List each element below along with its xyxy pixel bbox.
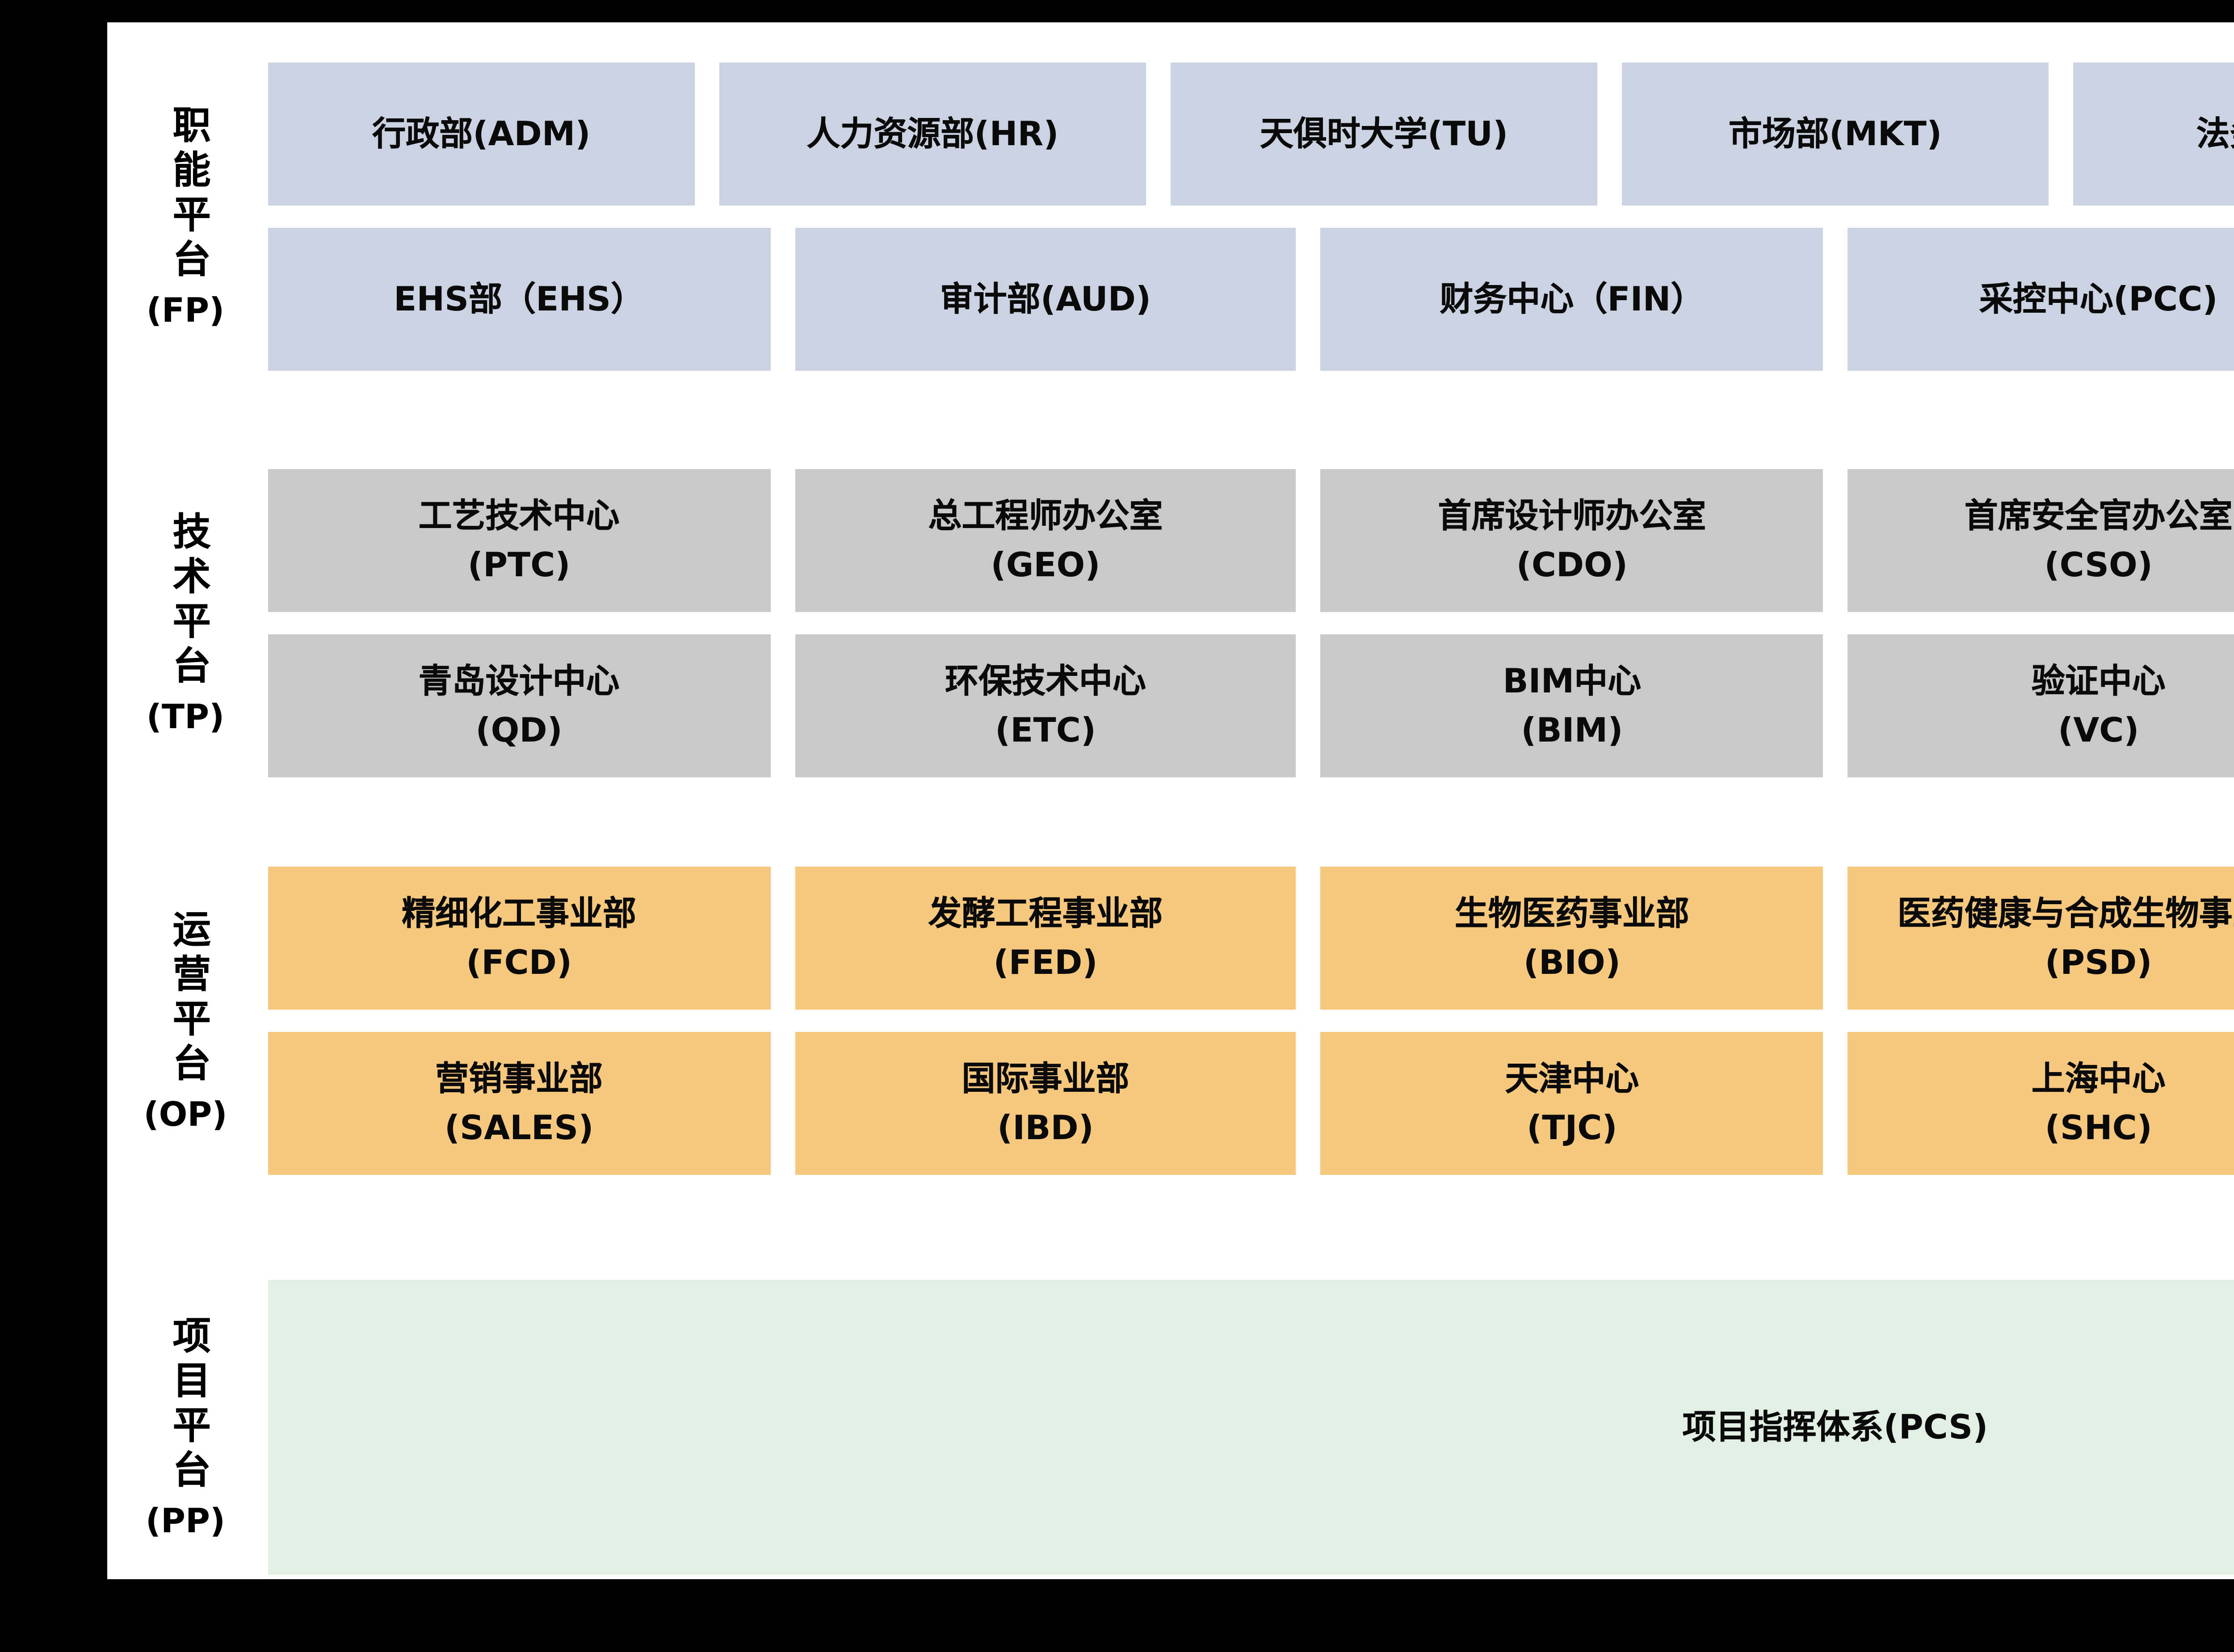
box-name: 总工程师办公室 <box>928 495 1163 535</box>
box-code: (PSD) <box>2045 943 2152 983</box>
fp-row-1: 行政部(ADM) 人力资源部(HR) 天俱时大学(TU) 市场部(MKT) 法务… <box>268 63 2234 205</box>
platform-project-label: 项目平台 (PP) <box>107 1280 264 1575</box>
box-name: 青岛设计中心 <box>418 660 620 700</box>
box-aud: 审计部(AUD) <box>794 228 1297 371</box>
box-tjc: 天津中心 (TJC) <box>1321 1032 1823 1175</box>
box-text: 法务部(LD) <box>2196 113 2234 154</box>
box-mkt: 市场部(MKT) <box>1622 63 2049 205</box>
box-ibd: 国际事业部 (IBD) <box>794 1032 1297 1175</box>
box-code: (FCD) <box>466 943 572 983</box>
box-name: 精细化工事业部 <box>402 892 637 933</box>
box-fin: 财务中心（FIN） <box>1321 228 1823 371</box>
box-psd: 医药健康与合成生物事业部 (PSD) <box>1848 867 2234 1010</box>
box-name: 营销事业部 <box>435 1057 603 1098</box>
box-code: (SALES) <box>444 1108 594 1148</box>
box-code: (VC) <box>2058 710 2139 751</box>
box-name: 生物医药事业部 <box>1454 892 1689 933</box>
box-code: (IBD) <box>997 1108 1094 1148</box>
box-fed: 发酵工程事业部 (FED) <box>794 867 1297 1010</box>
box-shc: 上海中心 (SHC) <box>1848 1032 2234 1175</box>
op-row-1: 精细化工事业部 (FCD) 发酵工程事业部 (FED) 生物医药事业部 (BIO) 医… <box>268 867 2234 1010</box>
platform-technical-rows: 工艺技术中心 (PTC) 总工程师办公室 (GEO) 首席设计师办公室 (CDO) 首… <box>268 469 2234 777</box>
box-name: 国际事业部 <box>962 1057 1130 1098</box>
platform-label-code: (FP) <box>146 289 225 330</box>
platform-operations: 运营平台 (OP) 精细化工事业部 (FCD) 发酵工程事业部 (FED) 生物医药… <box>107 867 2234 1175</box>
box-name: BIM中心 <box>1503 660 1642 700</box>
platform-functional-rows: 行政部(ADM) 人力资源部(HR) 天俱时大学(TU) 市场部(MKT) 法务… <box>268 63 2234 371</box>
platform-technical: 技术平台 (TP) 工艺技术中心 (PTC) 总工程师办公室 (GEO) 首席设计师… <box>107 469 2234 777</box>
box-code: (ETC) <box>995 710 1096 751</box>
box-text: 人力资源部(HR) <box>806 113 1059 154</box>
op-row-2: 营销事业部 (SALES) 国际事业部 (IBD) 天津中心 (TJC) 上海中心 (S… <box>268 1032 2234 1175</box>
box-text: 行政部(ADM) <box>372 113 591 154</box>
box-code: (CDO) <box>1516 545 1628 585</box>
box-ld: 法务部(LD) <box>2073 63 2234 205</box>
tp-row-2: 青岛设计中心 (QD) 环保技术中心 (ETC) BIM中心 (BIM) 验证中心 (V… <box>268 634 2234 777</box>
platform-operations-rows: 精细化工事业部 (FCD) 发酵工程事业部 (FED) 生物医药事业部 (BIO) 医… <box>268 867 2234 1175</box>
fp-row-2: EHS部（EHS） 审计部(AUD) 财务中心（FIN） 采控中心(PCC) 经… <box>268 228 2234 371</box>
box-hr: 人力资源部(HR) <box>719 63 1146 205</box>
platform-project: 项目平台 (PP) 项目指挥体系(PCS) <box>107 1280 2234 1575</box>
platform-label-code: (TP) <box>146 696 225 736</box>
platform-operations-label: 运营平台 (OP) <box>107 867 264 1175</box>
box-pcc: 采控中心(PCC) <box>1848 228 2234 371</box>
box-vc: 验证中心 (VC) <box>1848 634 2234 777</box>
platform-project-rows: 项目指挥体系(PCS) <box>268 1280 2234 1575</box>
box-code: (PTC) <box>467 545 571 585</box>
box-geo: 总工程师办公室 (GEO) <box>794 469 1297 612</box>
box-pcs: 项目指挥体系(PCS) <box>268 1280 2234 1575</box>
platform-label-code: (PP) <box>145 1500 226 1540</box>
box-name: 天津中心 <box>1505 1057 1639 1098</box>
box-name: 发酵工程事业部 <box>928 892 1163 933</box>
box-bio: 生物医药事业部 (BIO) <box>1321 867 1823 1010</box>
box-text: 市场部(MKT) <box>1728 113 1942 154</box>
box-text: EHS部（EHS） <box>394 278 645 319</box>
box-name: 验证中心 <box>2031 660 2166 700</box>
box-ptc: 工艺技术中心 (PTC) <box>268 469 770 612</box>
box-code: (CSO) <box>2044 545 2153 585</box>
box-code: (BIM) <box>1521 710 1623 751</box>
pp-row-1: 项目指挥体系(PCS) <box>268 1280 2234 1575</box>
platform-label-text: 项目平台 <box>164 1314 209 1493</box>
box-etc: 环保技术中心 (ETC) <box>794 634 1297 777</box>
box-name: 工艺技术中心 <box>418 495 620 535</box>
tp-row-1: 工艺技术中心 (PTC) 总工程师办公室 (GEO) 首席设计师办公室 (CDO) 首… <box>268 469 2234 612</box>
box-adm: 行政部(ADM) <box>268 63 695 205</box>
box-name: 上海中心 <box>2031 1057 2166 1098</box>
box-name: 环保技术中心 <box>945 660 1146 700</box>
box-cso: 首席安全官办公室 (CSO) <box>1848 469 2234 612</box>
box-code: (FED) <box>993 943 1098 983</box>
platform-technical-label: 技术平台 (TP) <box>107 469 264 777</box>
box-code: (QD) <box>475 710 563 751</box>
box-code: (GEO) <box>991 545 1100 585</box>
platform-label-text: 技术平台 <box>164 510 209 689</box>
box-name: 医药健康与合成生物事业部 <box>1897 892 2234 933</box>
box-text: 财务中心（FIN） <box>1440 278 1705 319</box>
platform-label-text: 职能平台 <box>164 104 209 283</box>
box-text: 天俱时大学(TU) <box>1260 113 1508 154</box>
box-code: (BIO) <box>1523 943 1621 983</box>
box-code: (TJC) <box>1527 1108 1617 1148</box>
box-name: 首席设计师办公室 <box>1438 495 1706 535</box>
box-cdo: 首席设计师办公室 (CDO) <box>1321 469 1823 612</box>
box-text: 审计部(AUD) <box>940 278 1151 319</box>
platform-functional-label: 职能平台 (FP) <box>107 63 264 371</box>
box-bim: BIM中心 (BIM) <box>1321 634 1823 777</box>
box-text: 采控中心(PCC) <box>1979 278 2218 319</box>
box-code: (SHC) <box>2045 1108 2152 1148</box>
box-tu: 天俱时大学(TU) <box>1171 63 1597 205</box>
platform-label-code: (OP) <box>143 1093 227 1134</box>
box-text: 项目指挥体系(PCS) <box>1682 1406 1988 1447</box>
platform-functional: 职能平台 (FP) 行政部(ADM) 人力资源部(HR) 天俱时大学(TU) 市… <box>107 63 2234 371</box>
box-qd: 青岛设计中心 (QD) <box>268 634 770 777</box>
platform-label-text: 运营平台 <box>164 908 209 1087</box>
box-name: 首席安全官办公室 <box>1964 495 2233 535</box>
box-fcd: 精细化工事业部 (FCD) <box>268 867 770 1010</box>
box-ehs: EHS部（EHS） <box>268 228 770 371</box>
org-chart-content: 职能平台 (FP) 行政部(ADM) 人力资源部(HR) 天俱时大学(TU) 市… <box>107 22 2234 1579</box>
box-sales: 营销事业部 (SALES) <box>268 1032 770 1175</box>
